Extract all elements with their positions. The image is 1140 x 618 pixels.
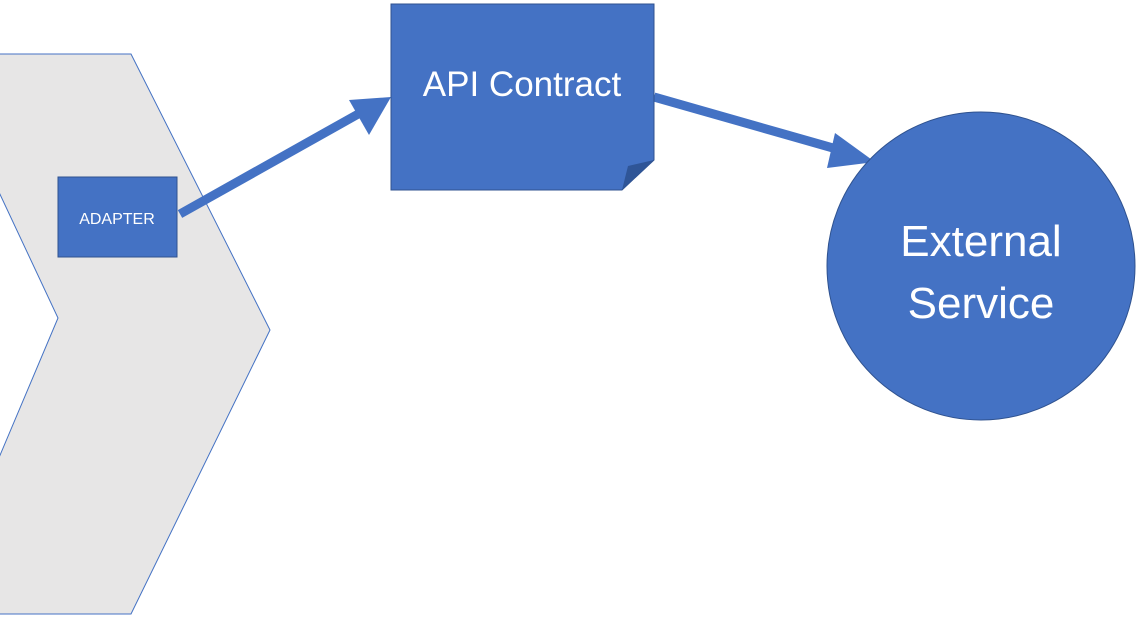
external-service-node[interactable]: External Service [826, 111, 1136, 421]
folded-corner [622, 160, 654, 190]
arrow-adapter-to-contract [177, 97, 391, 218]
api-contract-label: API Contract [423, 65, 622, 104]
adapter-node[interactable]: ADAPTER [57, 176, 178, 258]
application-boundary-hexagon [0, 53, 271, 615]
external-service-label-line1: External [900, 217, 1061, 266]
arrow-contract-to-service [652, 92, 875, 168]
api-contract-node[interactable]: API Contract [390, 3, 655, 191]
external-service-label-line2: Service [908, 279, 1055, 328]
adapter-label: ADAPTER [79, 211, 155, 228]
